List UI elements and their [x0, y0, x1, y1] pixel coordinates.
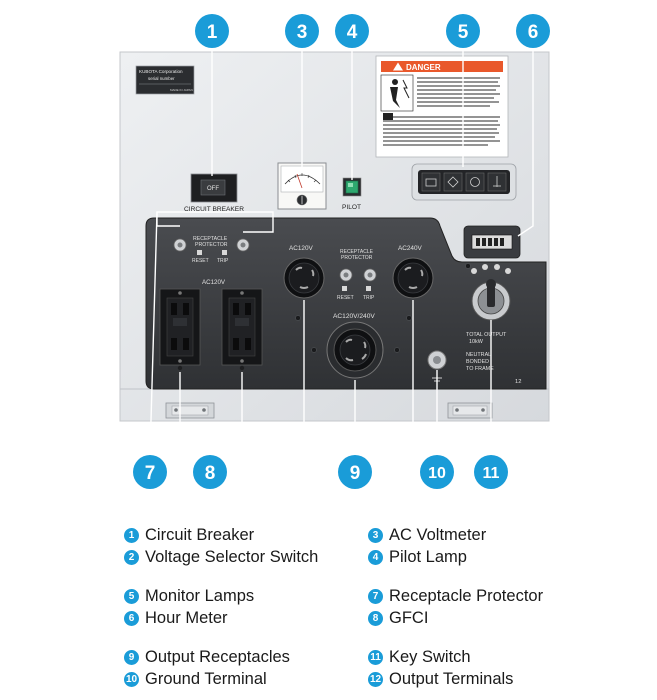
serial-plate: KUBOTA Corporation serial number MADE IN…	[135, 65, 195, 95]
svg-text:9: 9	[350, 463, 361, 484]
svg-text:8: 8	[205, 463, 216, 484]
protector-label-left-1: RECEPTACLE	[193, 236, 228, 242]
callout-8: 8	[193, 455, 227, 489]
reset-label-left: RESET	[192, 258, 209, 264]
callout-10: 10	[420, 455, 454, 489]
panel-number-label: 12	[515, 379, 521, 385]
svg-text:7: 7	[145, 463, 156, 484]
callout-11: 11	[474, 455, 508, 489]
hour-meter	[463, 225, 521, 259]
callout-1: 1	[195, 14, 229, 48]
circuit-breaker-label: CIRCUIT BREAKER	[184, 206, 244, 213]
oil-pressure-lamp-icon	[443, 172, 463, 192]
trip-label-left: TRIP	[217, 258, 229, 264]
serial-plate-line2: serial number	[148, 76, 175, 81]
neutral-bonded-label-1: NEUTRAL	[466, 352, 491, 358]
svg-text:10: 10	[428, 465, 446, 482]
output-terminal-cover-left	[165, 402, 215, 419]
monitor-lamps	[411, 163, 517, 201]
trip-label-mid: TRIP	[363, 295, 375, 301]
receptacle-protector-left: RECEPTACLE PROTECTOR RESET TRIP AC120V	[173, 236, 250, 286]
svg-text:11: 11	[483, 465, 500, 482]
total-output-label-2: 10kW	[469, 339, 484, 345]
serial-plate-line1: KUBOTA Corporation	[139, 69, 183, 74]
breaker-switch[interactable]	[200, 179, 226, 196]
callout-4: 4	[335, 14, 369, 48]
svg-text:1: 1	[207, 22, 218, 43]
neutral-bonded-label-3: TO FRAME	[466, 366, 494, 372]
preheat-lamp-icon	[465, 172, 485, 192]
breaker-switch-label: OFF	[207, 186, 219, 192]
total-output-label-1: TOTAL OUTPUT	[466, 332, 507, 338]
key-switch[interactable]	[471, 264, 511, 321]
panel-screws	[295, 263, 471, 353]
protector-label-mid-2: PROTECTOR	[341, 255, 373, 261]
ground-terminal[interactable]	[427, 350, 447, 382]
battery-lamp-icon	[421, 172, 441, 192]
gfci-receptacle-right[interactable]	[221, 288, 263, 366]
callout-6: 6	[516, 14, 550, 48]
twist-lock-receptacle-240v[interactable]	[392, 257, 434, 299]
twist-lock-receptacle-120v[interactable]	[283, 257, 325, 299]
twist-lock-receptacle-120v-240v[interactable]	[326, 321, 384, 379]
callout-7: 7	[133, 455, 167, 489]
gfci-receptacle-left[interactable]	[159, 288, 201, 366]
protector-label-mid-1: RECEPTACLE	[340, 249, 374, 255]
key-position-icons	[471, 264, 511, 274]
circuit-breaker: OFF CIRCUIT BREAKER	[184, 173, 244, 213]
reset-label-mid: RESET	[337, 295, 354, 301]
ac120v-left-label: AC120V	[202, 279, 226, 286]
pilot-label: PILOT	[342, 204, 361, 211]
svg-text:6: 6	[528, 22, 539, 43]
svg-text:4: 4	[347, 22, 358, 43]
callout-lines	[149, 48, 534, 456]
svg-text:5: 5	[458, 22, 469, 43]
warning-triangle-icon	[393, 62, 403, 71]
ac-voltmeter	[277, 162, 327, 210]
ac120v-240v-label: AC120V/240V	[333, 313, 375, 320]
callout-9: 9	[338, 455, 372, 489]
danger-heading: DANGER	[406, 63, 441, 72]
ac120v-mid-label: AC120V	[289, 245, 314, 252]
protector-label-left-2: PROTECTOR	[195, 242, 228, 248]
callout-5: 5	[446, 14, 480, 48]
ac240v-label: AC240V	[398, 245, 423, 252]
serial-plate-line3: MADE IN JAPAN	[170, 88, 193, 92]
svg-text:3: 3	[297, 22, 308, 43]
callout-3: 3	[285, 14, 319, 48]
danger-label: DANGER	[375, 55, 509, 158]
pilot-lamp: PILOT	[342, 177, 362, 211]
neutral-bonded-label-2: BONDED	[466, 359, 489, 365]
output-terminal-cover-right	[447, 402, 493, 419]
